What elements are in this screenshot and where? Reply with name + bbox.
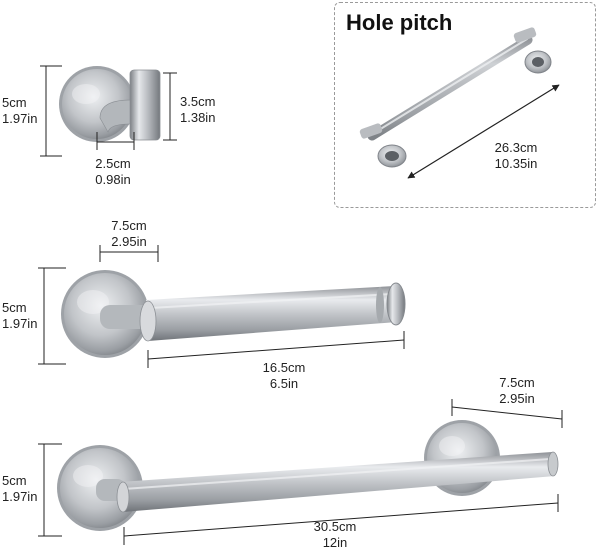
towel-offset-in-label: 2.95in [499, 391, 535, 406]
hook-height-in-label: 1.97in [2, 111, 38, 126]
towel-offset-line [451, 406, 563, 420]
paper-length-line [147, 339, 405, 360]
hook-depth-cm-label: 3.5cm [180, 94, 216, 109]
hole-pitch-title: Hole pitch [346, 10, 453, 35]
towel-length-line [123, 502, 559, 537]
hook-base-cm-label: 2.5cm [95, 156, 131, 171]
paper-offset-cm-label: 7.5cm [111, 218, 147, 233]
towel-length-cm-label: 30.5cm [313, 519, 357, 534]
towel-bar [57, 420, 559, 531]
paper-holder [61, 270, 406, 358]
towel-height-cm-label: 5cm [2, 473, 27, 488]
towel-length-in-label: 12in [322, 535, 348, 550]
robe-hook [59, 66, 161, 142]
paper-length-cm-label: 16.5cm [262, 360, 306, 375]
paper-offset-in-label: 2.95in [111, 234, 147, 249]
paper-height-in-label: 1.97in [2, 316, 38, 331]
hole-pitch-dimension-line [407, 84, 560, 179]
paper-height-cm-label: 5cm [2, 300, 27, 315]
hole-pitch-cm-label: 26.3cm [494, 140, 538, 155]
towel-height-in-label: 1.97in [2, 489, 38, 504]
towel-offset-cm-label: 7.5cm [499, 375, 535, 390]
hook-depth-in-label: 1.38in [180, 110, 216, 125]
hook-base-in-label: 0.98in [95, 172, 131, 187]
hole-pitch-in-label: 10.35in [494, 156, 538, 171]
paper-length-in-label: 6.5in [269, 376, 299, 391]
hole-pitch-inset [334, 2, 596, 208]
hook-height-cm-label: 5cm [2, 95, 27, 110]
